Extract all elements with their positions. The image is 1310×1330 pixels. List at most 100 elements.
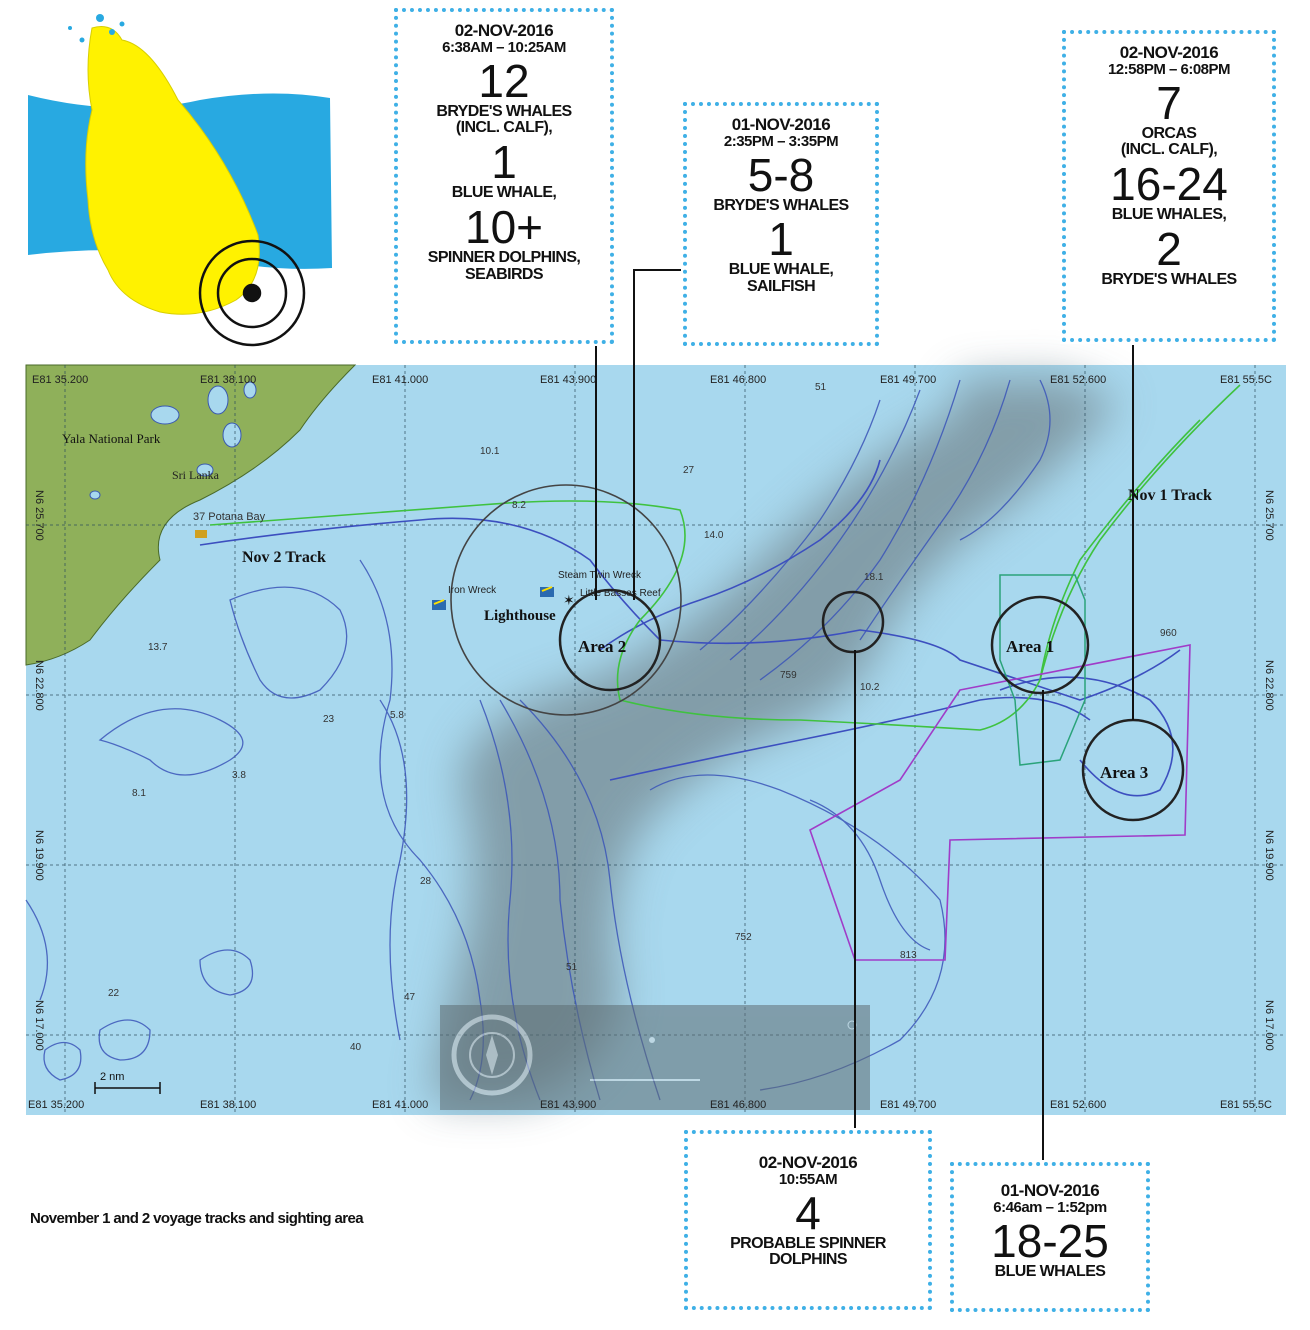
coord-label: E81 52.600	[1050, 374, 1106, 386]
coord-label: E81 38.100	[200, 1099, 256, 1111]
label-basses-reef: Little Basses Reef	[580, 588, 661, 599]
label-steam-wreck: Steam Twin Wreck	[558, 570, 642, 581]
label-area1: Area 1	[1006, 637, 1054, 656]
coord-label: N6 22.800	[1263, 660, 1275, 711]
depth-label: 40	[350, 1042, 362, 1053]
depth-label: 8.1	[132, 788, 146, 799]
callout-species: BRYDE'S WHALES	[713, 196, 849, 214]
svg-text:✶: ✶	[563, 592, 575, 608]
callout-area2-nov1: 01-NOV-2016 2:35PM – 3:35PM 5-8 BRYDE'S …	[681, 100, 881, 348]
callout-count: 18-25	[991, 1214, 1109, 1267]
spinner-dolphin-circle	[821, 590, 885, 654]
label-nov2-track: Nov 2 Track	[242, 549, 326, 566]
compass-rose-icon	[451, 1014, 533, 1096]
coord-label: N6 19.900	[1263, 830, 1275, 881]
depth-label: 752	[735, 932, 752, 943]
depth-label: 27	[683, 465, 695, 476]
depth-soundings: 10.1 8.2 27 14.0 51 13.7 23 5.8 3.8 8.1 …	[108, 382, 1177, 1053]
coord-label: N6 25.700	[1263, 490, 1275, 541]
callout-count: 4	[795, 1186, 821, 1239]
coord-label: N6 25.700	[33, 490, 45, 541]
callout-date: 02-NOV-2016	[454, 21, 554, 40]
anchor-icon	[195, 530, 207, 538]
map-control-panel	[440, 1005, 870, 1110]
callout-species: SPINNER DOLPHINS,	[427, 248, 581, 266]
depth-label: 5.8	[390, 710, 404, 721]
callout-area1-nov1: 01-NOV-2016 6:46am – 1:52pm 18-25 BLUE W…	[948, 1160, 1152, 1314]
label-iron-wreck: Iron Wreck	[448, 585, 497, 596]
callout-species: SAILFISH	[746, 278, 816, 296]
label-nov1-track: Nov 1 Track	[1128, 487, 1212, 504]
depth-label: 23	[323, 714, 335, 725]
coord-label: N6 22.800	[33, 660, 45, 711]
callout-date: 02-NOV-2016	[758, 1153, 858, 1172]
callout-area2-nov2: 02-NOV-2016 6:38AM – 10:25AM 12 BRYDE'S …	[392, 6, 616, 346]
callout-area3-nov2: 02-NOV-2016 12:58PM – 6:08PM 7 ORCAS (IN…	[1060, 28, 1278, 344]
coord-label: E81 41.000	[372, 374, 428, 386]
depth-label: 813	[900, 950, 917, 961]
inset-islets	[68, 14, 125, 43]
depth-label: 51	[815, 382, 827, 393]
callout-count: 10+	[464, 200, 544, 253]
area2-circle	[558, 588, 662, 692]
place-potana: 37 Potana Bay	[193, 511, 266, 523]
callout-time: 10:55AM	[778, 1170, 838, 1188]
depth-label: 51	[566, 962, 578, 973]
coord-label: E81 38.100	[200, 374, 256, 386]
depth-label: 3.8	[232, 770, 246, 781]
coord-label: N6 17.000	[33, 1000, 45, 1051]
callout-species: ORCAS	[1141, 124, 1197, 142]
depth-label: 14.0	[704, 530, 724, 541]
depth-label: 10.2	[860, 682, 880, 693]
right-coord-labels: N6 25.700 N6 22.800 N6 19.900 N6 17.000	[1263, 490, 1275, 1051]
chart: ✶ 2 nm E81 35.200 E81 38.100 E81 41.000	[25, 364, 1286, 1115]
lighthouse-star-icon: ✶	[563, 592, 575, 608]
bottom-coord-labels: E81 35.200 E81 38.100 E81 41.000 E81 43.…	[28, 1099, 1272, 1111]
callout-count: 5-8	[747, 148, 815, 201]
coord-label: E81 35.200	[32, 374, 88, 386]
label-area3: Area 3	[1100, 763, 1148, 782]
depth-label: 18.1	[864, 572, 884, 583]
area1-circle	[990, 595, 1090, 695]
callout-species: DOLPHINS	[769, 1251, 847, 1269]
callout-time: 2:35PM – 3:35PM	[723, 132, 839, 150]
wreck-icon	[432, 599, 446, 610]
place-srilanka: Sri Lanka	[172, 468, 220, 482]
coord-label: N6 19.900	[33, 830, 45, 881]
track-nov1	[209, 384, 1241, 731]
callout-time: 6:46am – 1:52pm	[993, 1198, 1107, 1216]
depth-label: 759	[780, 670, 797, 681]
top-coord-labels: E81 35.200 E81 38.100 E81 41.000 E81 43.…	[32, 374, 1272, 386]
callout-species: BRYDE'S WHALES	[1101, 270, 1237, 288]
depth-label: 28	[420, 876, 432, 887]
left-coord-labels: N6 25.700 N6 22.800 N6 19.900 N6 17.000	[33, 490, 45, 1051]
callout-count: 16-24	[1110, 158, 1228, 211]
label-area2: Area 2	[578, 637, 626, 656]
leader-lines	[595, 269, 1134, 1162]
coord-label: E81 55.5C	[1220, 374, 1272, 386]
wreck-icon	[540, 586, 554, 597]
place-yala: Yala National Park	[62, 431, 161, 446]
area3-polygon	[809, 644, 1191, 961]
callout-date: 02-NOV-2016	[1119, 43, 1219, 62]
land-lakes	[89, 381, 257, 500]
callout-species: BRYDE'S WHALES	[436, 102, 572, 120]
coord-label: N6 17.000	[1263, 1000, 1275, 1051]
callout-time: 12:58PM – 6:08PM	[1107, 60, 1231, 78]
callout-count: 7	[1156, 76, 1182, 129]
scale-bar	[94, 1082, 161, 1094]
depth-label: 13.7	[148, 642, 168, 653]
deep-water-shading	[430, 375, 1120, 1100]
callout-species: SEABIRDS	[465, 265, 543, 283]
depth-label: 8.2	[512, 500, 526, 511]
coord-label: E81 43.900	[540, 374, 596, 386]
depth-label: 960	[1160, 628, 1177, 639]
depth-label: 22	[108, 988, 120, 999]
callout-count: 12	[478, 54, 530, 107]
coord-label: E81 55.5C	[1220, 1099, 1272, 1111]
figure-caption: November 1 and 2 voyage tracks and sight…	[30, 1210, 364, 1227]
target-marker-icon	[198, 239, 306, 347]
coord-label: E81 41.000	[372, 1099, 428, 1111]
scale-label: 2 nm	[100, 1071, 124, 1083]
